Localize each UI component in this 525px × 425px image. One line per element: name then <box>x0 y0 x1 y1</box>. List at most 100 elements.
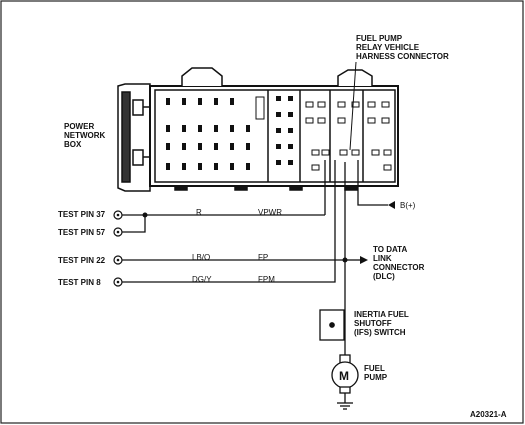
mini-fuse-cavity <box>288 144 293 149</box>
fuse-cavity <box>182 98 186 105</box>
pnb-line-2: NETWORK <box>64 131 106 140</box>
ifs-line-1: INERTIA FUEL <box>354 310 409 319</box>
fuse-grid <box>166 96 293 170</box>
ifs-line-3: (IFS) SWITCH <box>354 328 406 337</box>
dlc-line-2: LINK <box>373 254 392 263</box>
test-pin-22-label: TEST PIN 22 <box>58 256 106 265</box>
fuel-pump-line-2: PUMP <box>364 373 388 382</box>
wire-color-lbo: LB/O <box>192 253 211 262</box>
relay-terminal <box>371 149 380 156</box>
relay-terminal <box>305 101 314 108</box>
ifs-line-2: SHUTOFF <box>354 319 392 328</box>
relay-terminal <box>367 117 376 124</box>
relay-socket <box>255 96 265 120</box>
fuel-pump-label: FUEL PUMP <box>364 364 387 382</box>
relay-terminal <box>351 149 360 156</box>
test-pin-37-label: TEST PIN 37 <box>58 210 106 219</box>
fuse-cavity <box>214 98 218 105</box>
fuse-cavity <box>246 163 250 170</box>
relay-terminal <box>383 149 392 156</box>
power-network-box-label: POWER NETWORK BOX <box>64 122 105 149</box>
mini-fuse-cavity <box>276 160 281 165</box>
battery-label: B(+) <box>400 201 416 210</box>
circuit-wires <box>122 160 388 403</box>
fuse-cavity <box>166 98 170 105</box>
motor-icon: M <box>331 354 359 394</box>
mini-fuse-cavity <box>276 128 281 133</box>
mini-fuse-cavity <box>288 160 293 165</box>
relay-connector-line-2: RELAY VEHICLE <box>356 43 420 52</box>
relay-terminal <box>321 149 330 156</box>
fuse-cavity <box>214 125 218 132</box>
pnb-line-3: BOX <box>64 140 82 149</box>
pnb-line-1: POWER <box>64 122 95 131</box>
dlc-line-4: (DLC) <box>373 272 395 281</box>
relay-terminal <box>317 117 326 124</box>
wire-circuit-vpwr: VPWR <box>258 208 282 217</box>
relay-connector-line-3: HARNESS CONNECTOR <box>356 52 449 61</box>
relay-terminal <box>381 101 390 108</box>
fuse-cavity <box>182 143 186 150</box>
dlc-label: TO DATA LINK CONNECTOR (DLC) <box>373 245 424 281</box>
wire-color-r: R <box>196 208 202 217</box>
fuse-cavity <box>166 163 170 170</box>
wire-circuit-fp: FP <box>258 253 269 262</box>
relay-terminal <box>305 117 314 124</box>
wire-circuit-fpm: FPM <box>258 275 275 284</box>
wire-color-dgy: DG/Y <box>192 275 212 284</box>
mini-fuse-cavity <box>276 96 281 101</box>
fuse-cavity <box>166 143 170 150</box>
fuse-cavity <box>230 143 234 150</box>
svg-text:M: M <box>339 369 349 383</box>
fuse-cavity <box>198 98 202 105</box>
connector-leader-line <box>349 61 357 151</box>
relay-terminal <box>339 149 348 156</box>
fuse-cavity <box>198 143 202 150</box>
relay-terminals <box>305 101 392 171</box>
test-pin-8-label: TEST PIN 8 <box>58 278 101 287</box>
relay-terminal <box>337 117 346 124</box>
fuse-cavity <box>182 163 186 170</box>
relay-terminal <box>337 101 346 108</box>
dlc-line-1: TO DATA <box>373 245 408 254</box>
fuse-cavity <box>198 125 202 132</box>
arrow-to-dlc <box>360 256 368 264</box>
relay-terminal <box>351 101 360 108</box>
fuse-cavity <box>230 125 234 132</box>
test-pin-57-label: TEST PIN 57 <box>58 228 106 237</box>
fuse-cavity <box>214 143 218 150</box>
relay-connector-line-1: FUEL PUMP <box>356 34 403 43</box>
mini-fuse-cavity <box>288 128 293 133</box>
fuse-cavity <box>214 163 218 170</box>
fuse-cavity <box>166 125 170 132</box>
test-pin-contacts <box>116 213 120 284</box>
battery-arrow-icon <box>388 201 395 209</box>
fuse-cavity <box>182 125 186 132</box>
mini-fuse-cavity <box>276 112 281 117</box>
dlc-line-3: CONNECTOR <box>373 263 425 272</box>
relay-connector-label: FUEL PUMP RELAY VEHICLE HARNESS CONNECTO… <box>356 34 449 61</box>
relay-terminal <box>311 164 320 171</box>
relay-terminal <box>381 117 390 124</box>
power-network-box <box>117 67 399 192</box>
fuel-pump-line-1: FUEL <box>364 364 385 373</box>
fuse-cavity <box>246 143 250 150</box>
test-pin-connector-icon <box>113 210 123 287</box>
fuse-cavity <box>198 163 202 170</box>
relay-terminal <box>311 149 320 156</box>
mini-fuse-cavity <box>288 96 293 101</box>
splice-dots <box>142 212 348 263</box>
fuse-cavity <box>246 125 250 132</box>
mini-fuse-cavity <box>276 144 281 149</box>
fuse-cavity <box>230 98 234 105</box>
switch-icon <box>319 309 346 341</box>
ifs-switch-label: INERTIA FUEL SHUTOFF (IFS) SWITCH <box>354 310 409 337</box>
figure-id: A20321-A <box>470 410 507 419</box>
relay-terminal <box>383 164 392 171</box>
relay-terminal <box>367 101 376 108</box>
mini-fuse-cavity <box>288 112 293 117</box>
ground-symbol-icon <box>337 402 353 410</box>
fuse-cavity <box>230 163 234 170</box>
